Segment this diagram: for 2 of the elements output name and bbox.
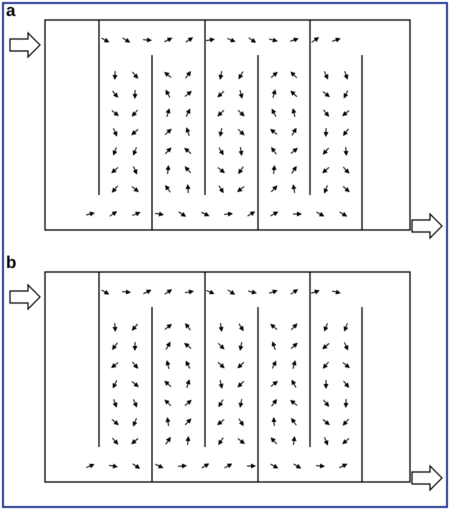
- panel-label: a: [6, 2, 16, 19]
- panel-label: b: [6, 254, 16, 271]
